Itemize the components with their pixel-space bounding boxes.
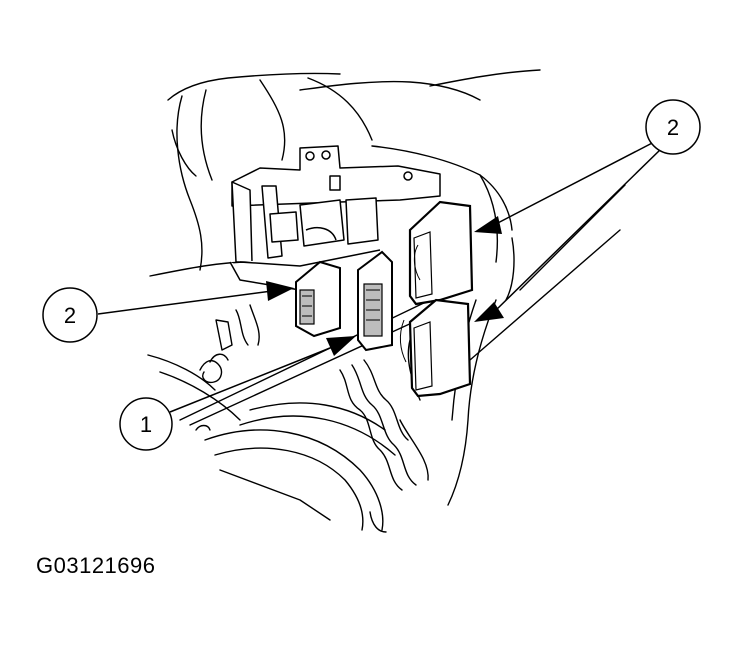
callout-label: 2: [667, 115, 679, 140]
connector-center: [357, 250, 393, 352]
connector-left: [295, 260, 341, 338]
arrowhead: [266, 281, 294, 301]
connector-right-upper: [408, 200, 474, 306]
callout-2-right: 2: [474, 99, 701, 322]
figure-id-label: G03121696: [36, 553, 156, 578]
bracket-assembly: [229, 145, 441, 291]
callout-1: 1: [119, 336, 356, 451]
leader-line: [97, 290, 273, 315]
leader-line: [493, 147, 663, 313]
callout-circle: [42, 287, 98, 343]
callout-circle: [119, 397, 173, 451]
callout-label: 2: [64, 303, 76, 328]
leader-line: [491, 139, 659, 227]
arrowhead: [474, 302, 504, 322]
connector-right-lower: [399, 298, 472, 398]
callout-2-left: 2: [42, 281, 294, 343]
arrowhead: [326, 336, 356, 356]
leader-line: [169, 347, 331, 413]
callout-circle: [645, 99, 701, 155]
callout-label: 1: [140, 412, 152, 437]
arrowhead: [474, 216, 502, 234]
